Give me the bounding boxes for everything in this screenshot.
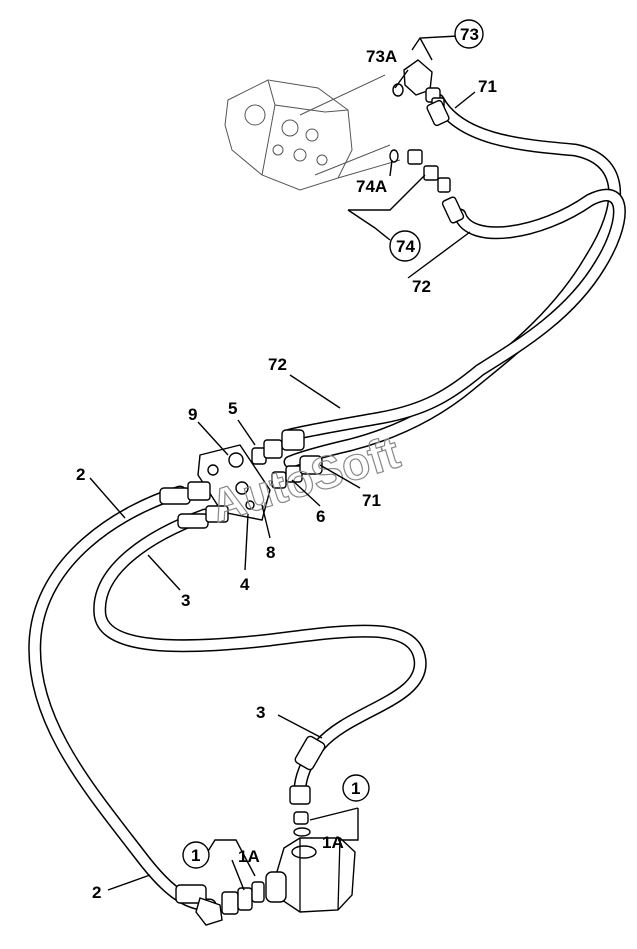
label-73a: 73A [366,47,397,66]
label-71-mid: 71 [362,491,381,510]
fitting-5 [251,429,305,465]
valve-block-outline [224,74,401,191]
fitting-3-plate [177,505,229,529]
label-2-top: 2 [76,465,85,484]
hose-3 [93,508,427,797]
hose-71 [283,93,622,469]
watermark: AutoSoft [205,426,406,532]
label-1a-right: 1A [322,833,344,852]
hose-71-ferrule [426,99,450,127]
fitting-2-plate [159,481,211,505]
label-5: 5 [228,399,237,418]
hose-72 [283,188,626,442]
fitting-6 [271,455,323,489]
label-73: 73 [460,25,479,44]
callout-circle-73 [454,19,484,49]
label-2-bottom: 2 [92,883,101,902]
leader-lines [89,35,476,891]
label-4: 4 [240,575,250,594]
fitting-2-lower [175,881,265,926]
label-71-top: 71 [478,77,497,96]
label-74: 74 [396,237,415,256]
fitting-3-lower [289,735,326,837]
callout-circle-74 [389,230,421,262]
bulkhead-plate [197,444,271,521]
label-74a: 74A [356,177,387,196]
label-8: 8 [266,543,275,562]
label-3-left: 3 [181,591,190,610]
pump-body [265,837,356,913]
label-72-mid: 72 [268,355,287,374]
fitting-74a [389,149,465,224]
label-1-right: 1 [351,779,360,798]
label-9: 9 [188,405,197,424]
label-6: 6 [316,507,325,526]
label-3-low: 3 [256,703,265,722]
label-1-left: 1 [191,846,200,865]
callout-circle-1-right [342,774,370,802]
hose-2 [28,485,217,912]
label-72-top: 72 [412,277,431,296]
label-1a-left: 1A [238,847,260,866]
callout-circle-1-left [182,841,210,869]
